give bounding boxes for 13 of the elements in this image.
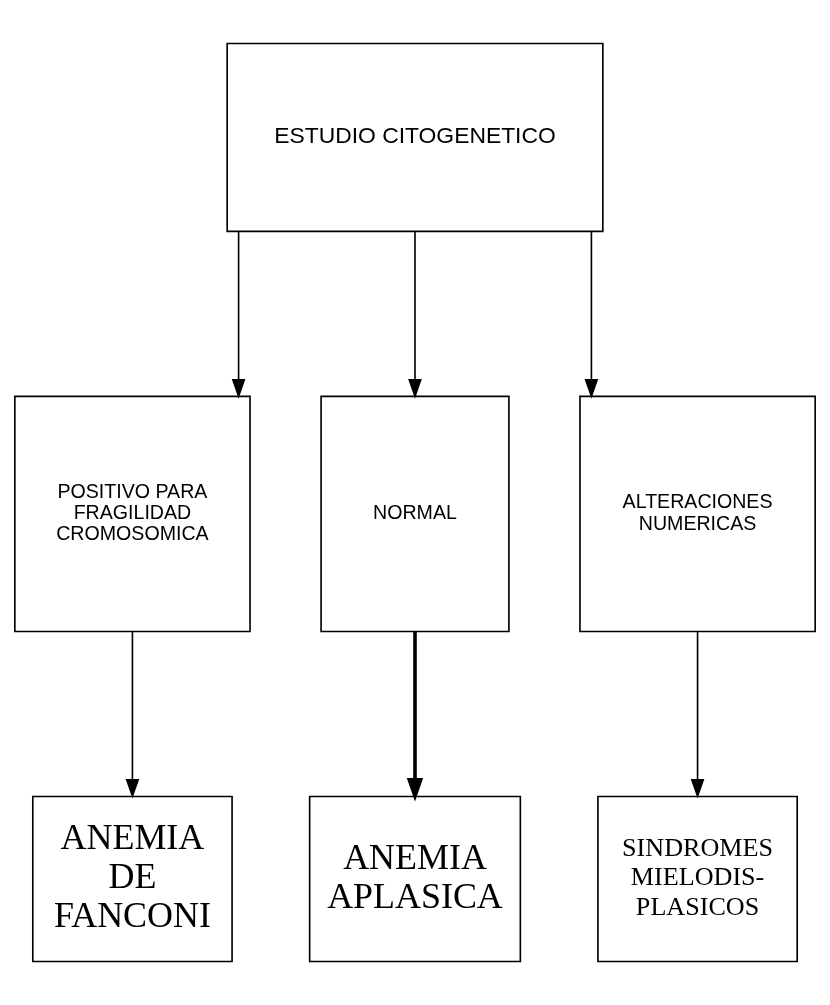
node-box: ANEMIA APLASICA [308,795,522,963]
node-box: ALTERACIONES NUMERICAS [579,395,816,633]
arrow [690,631,705,799]
node-box: ANEMIA DE FANCONI [32,795,233,963]
node-box: NORMAL [320,395,510,633]
node-box: SINDROMES MIELODIS- PLASICOS [597,795,798,963]
arrow [406,631,424,802]
arrow [584,230,599,399]
arrow [125,631,140,799]
arrow [231,230,246,399]
node-box: POSITIVO PARA FRAGILIDAD CROMOSOMICA [14,395,251,633]
node-box: ESTUDIO CITOGENETICO [226,42,604,233]
arrow [408,230,422,399]
